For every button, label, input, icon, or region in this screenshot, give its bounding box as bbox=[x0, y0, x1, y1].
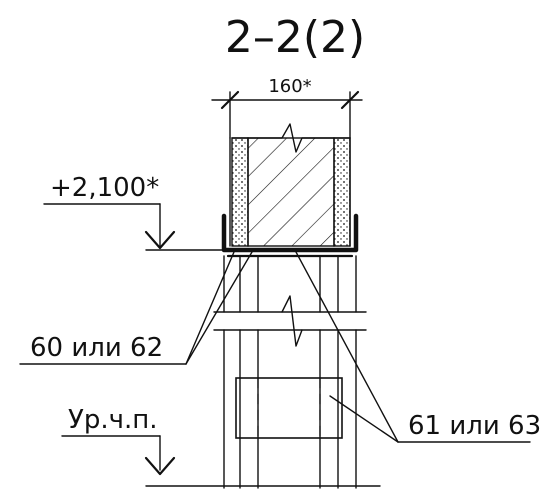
elevation-mark: +2,100* bbox=[43, 173, 223, 251]
lower-posts bbox=[223, 255, 357, 489]
section-title: 2–2(2) bbox=[225, 12, 365, 63]
dimension-width-label: 160* bbox=[268, 76, 311, 97]
opening bbox=[235, 377, 343, 439]
upper-wall bbox=[229, 123, 351, 247]
elevation-label: +2,100* bbox=[50, 173, 159, 203]
callout-right-label: 61 или 63 bbox=[408, 411, 540, 441]
callout-right: 61 или 63 bbox=[295, 251, 540, 443]
callout-left-label: 60 или 62 bbox=[30, 333, 163, 363]
ground-level-mark: Ур.ч.п. bbox=[61, 405, 381, 487]
break-band bbox=[213, 295, 367, 347]
steel-bracket bbox=[221, 213, 359, 258]
dimension-width: 160* bbox=[211, 76, 363, 139]
ground-level-label: Ур.ч.п. bbox=[68, 405, 158, 435]
callout-left: 60 или 62 bbox=[19, 251, 253, 365]
